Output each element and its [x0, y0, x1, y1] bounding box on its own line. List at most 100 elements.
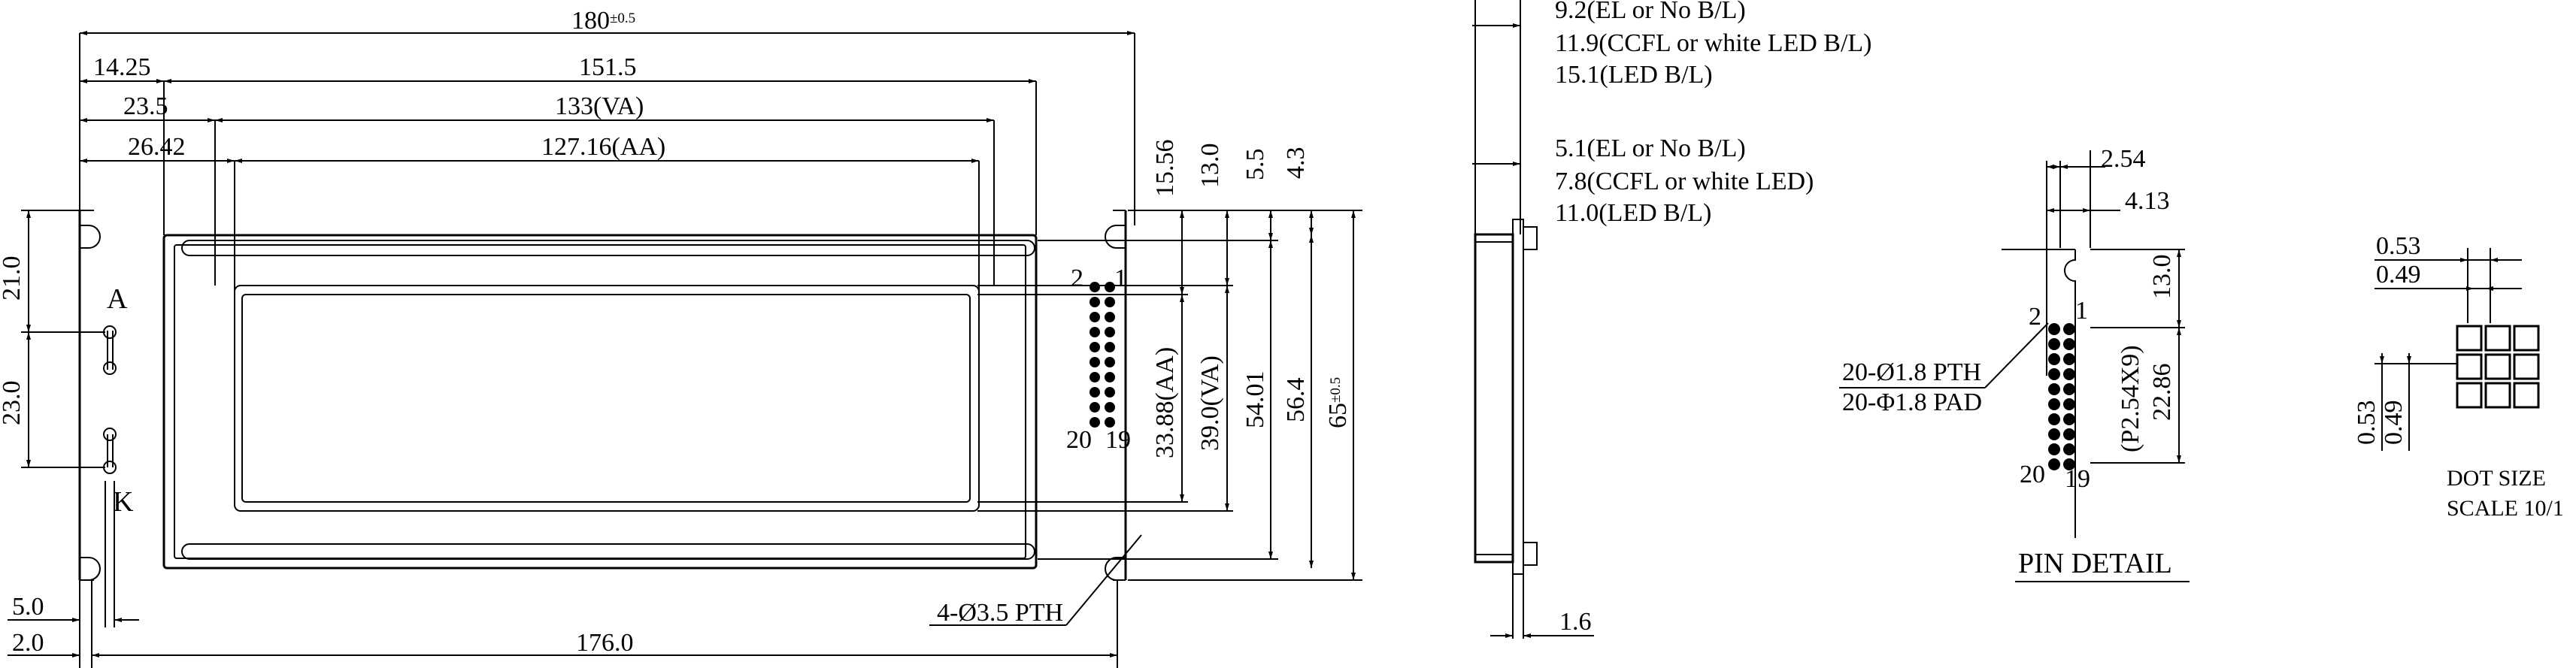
pin-dot	[1089, 402, 1100, 413]
front-pin-1-label: 1	[1114, 264, 1127, 292]
dim-1-6: 1.6	[1559, 608, 1592, 636]
side-t2a: 5.1(EL or No B/L)	[1555, 135, 1746, 162]
pin-dot	[1089, 357, 1100, 367]
label-anode: A	[107, 283, 128, 315]
lcd-bezel	[162, 234, 1038, 570]
pin-detail-22-86: 22.86	[2148, 364, 2176, 422]
pin-dot	[2063, 458, 2075, 470]
dot-size-title: DOT SIZE	[2447, 466, 2546, 491]
side-view: 9.2(EL or No B/L) 11.9(CCFL or white LED…	[1472, 0, 1872, 639]
pin-dot	[1105, 372, 1115, 382]
dim-13-0: 13.0	[1196, 144, 1224, 189]
pcb-outline	[78, 210, 1127, 581]
pin-dot	[1105, 387, 1115, 397]
pin-dot	[2048, 323, 2060, 335]
dim-26-42: 26.42	[128, 133, 186, 161]
label-cathode: K	[113, 486, 134, 518]
pin-dot	[2063, 428, 2075, 440]
dot-cell	[2456, 382, 2483, 409]
front-view: A K 2 1 20 19 180±0.5 14.25 151.5	[0, 7, 1362, 668]
dim-overall-height: 65±0.5	[1324, 377, 1352, 428]
pin-dot	[2048, 443, 2060, 455]
pin-dot	[2048, 383, 2060, 395]
pin-dot	[1089, 372, 1100, 382]
top-dimensions: 180±0.5 14.25 151.5 23.5 133(VA) 26.42 1…	[79, 7, 1135, 295]
pin-dot	[1105, 402, 1115, 413]
pin-detail-pad: 20-Φ1.8 PAD	[1842, 388, 1982, 416]
pin-dot	[1089, 342, 1100, 352]
pin-dot	[2063, 323, 2075, 335]
pin-dot	[2063, 383, 2075, 395]
dot-cell	[2484, 382, 2511, 409]
pin-dot	[1089, 417, 1100, 428]
dim-56-4: 56.4	[1282, 378, 1310, 423]
pin-dot	[1105, 312, 1115, 322]
pin-dot	[2063, 443, 2075, 455]
dot-cell	[2513, 382, 2540, 409]
dot-cell	[2456, 325, 2483, 352]
pin-dot	[1105, 282, 1115, 292]
dim-176-0: 176.0	[576, 629, 634, 657]
left-dimensions: 21.0 23.0	[0, 210, 105, 468]
side-t2c: 11.0(LED B/L)	[1555, 199, 1711, 227]
dim-overall-width: 180±0.5	[571, 7, 635, 35]
pin-dot	[2063, 353, 2075, 365]
dot-0-53-top: 0.53	[2376, 232, 2421, 260]
dim-151-5: 151.5	[579, 53, 637, 81]
dim-133-va: 133(VA)	[555, 92, 644, 120]
dot-0-49-left: 0.49	[2380, 400, 2408, 446]
dim-54-01: 54.01	[1241, 371, 1269, 429]
pin-dot	[2048, 398, 2060, 410]
side-t1a: 9.2(EL or No B/L)	[1555, 0, 1746, 24]
right-dimensions: 15.56 13.0 5.5 4.3 33.88(AA) 39.0(VA) 54…	[977, 140, 1362, 581]
side-t1c: 15.1(LED B/L)	[1555, 61, 1713, 89]
dot-grid	[2456, 325, 2540, 409]
pin-dot	[1105, 327, 1115, 337]
dot-0-49-top: 0.49	[2376, 261, 2421, 289]
pin-dot	[1105, 417, 1115, 428]
dim-14-25: 14.25	[93, 53, 151, 81]
dim-127-16-aa: 127.16(AA)	[541, 133, 665, 161]
dim-2-0: 2.0	[12, 629, 44, 657]
dim-39-0-va: 39.0(VA)	[1196, 355, 1224, 451]
pin-detail-1-label: 1	[2075, 297, 2088, 325]
dot-size-scale: SCALE 10/1	[2447, 496, 2564, 521]
pin-dot	[1089, 312, 1100, 322]
pin-dot	[1089, 297, 1100, 307]
pin-detail-pins	[2048, 323, 2075, 470]
pin-detail-2-54: 2.54	[2101, 145, 2146, 173]
pin-dot	[1089, 327, 1100, 337]
pin-dot	[1105, 342, 1115, 352]
dim-4-3: 4.3	[1282, 147, 1310, 180]
dot-cell	[2484, 325, 2511, 352]
pin-dot	[1105, 357, 1115, 367]
pin-dot	[2048, 353, 2060, 365]
pin-dot	[2063, 398, 2075, 410]
pin-dot	[2048, 368, 2060, 380]
mount-hole-callout: 4-Ø3.5 PTH	[929, 534, 1142, 627]
pin-detail-20-label: 20	[2020, 461, 2045, 488]
dim-23-0: 23.0	[0, 381, 26, 426]
front-pin-2-label: 2	[1071, 264, 1083, 292]
pin-dot	[1105, 297, 1115, 307]
pin-detail-2-label: 2	[2029, 303, 2041, 331]
pin-detail-pitch: (P2.54X9)	[2117, 345, 2144, 452]
dot-cell	[2513, 353, 2540, 380]
connector-pins	[1089, 282, 1115, 428]
front-pin-20-label: 20	[1066, 426, 1092, 454]
pin-detail-19-label: 19	[2065, 465, 2090, 493]
pin-dot	[2048, 458, 2060, 470]
mount-hole-spec: 4-Ø3.5 PTH	[937, 599, 1063, 627]
pin-detail-13-0: 13.0	[2148, 255, 2176, 300]
pin-dot	[1089, 387, 1100, 397]
pin-detail-4-13: 4.13	[2125, 187, 2170, 215]
pin-dot	[2063, 338, 2075, 350]
dot-cell	[2484, 353, 2511, 380]
dim-33-88-aa: 33.88(AA)	[1151, 347, 1179, 458]
side-t2b: 7.8(CCFL or white LED)	[1555, 168, 1814, 195]
bottom-dimensions: 5.0 2.0 176.0	[8, 580, 1118, 668]
pin-dot	[2048, 413, 2060, 425]
front-pin-19-label: 19	[1105, 426, 1131, 454]
dot-size: 0.53 0.49 0.53 0.49 DOT SIZE SCALE 10/1	[2353, 232, 2564, 521]
